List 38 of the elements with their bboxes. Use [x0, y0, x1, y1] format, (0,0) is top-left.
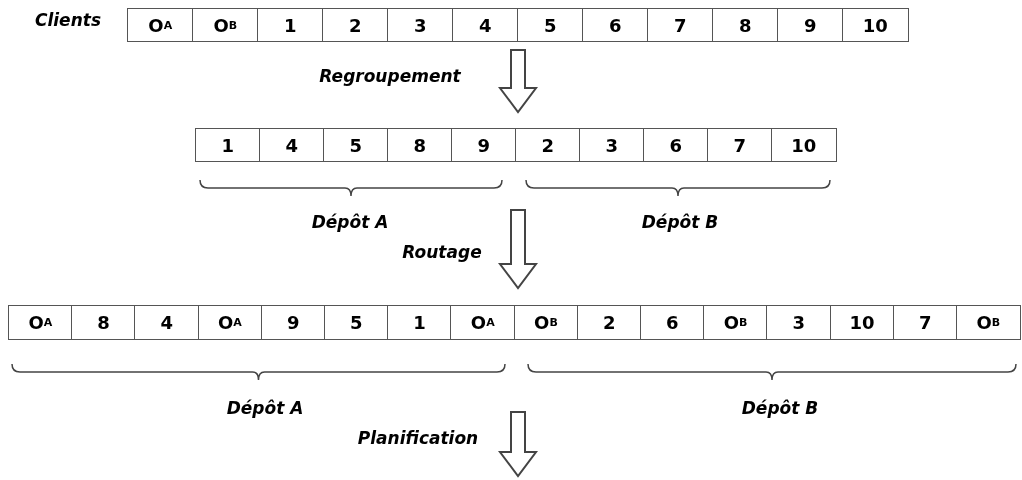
step-label: Regroupement	[319, 66, 461, 86]
sequence-cell: 9	[451, 128, 517, 162]
sequence-cell: 3	[766, 305, 832, 340]
depot-label: Dépôt A	[311, 212, 389, 232]
depot-label: Dépôt A	[226, 398, 304, 418]
row-label: Clients	[35, 10, 101, 30]
sequence-cell: 10	[829, 305, 895, 340]
sequence-cell: 2	[515, 128, 581, 162]
sequence-cell: 6	[643, 128, 709, 162]
depot-label: Dépôt B	[641, 212, 719, 232]
sequence-cell: 9	[777, 8, 844, 42]
sequence-cell: 4	[134, 305, 200, 340]
sequence-cell: 5	[324, 305, 389, 340]
sequence-cell: 7	[892, 305, 958, 340]
sequence-cell: 1	[387, 305, 452, 340]
sequence-cell: 7	[707, 128, 773, 162]
sequence-cell: 6	[640, 305, 705, 340]
sequence-cell: 3	[387, 8, 454, 42]
sequence-cell: 9	[260, 305, 326, 340]
sequence-cell: 1	[195, 128, 261, 162]
sequence-cell: 4	[452, 8, 519, 42]
step-label: Planification	[357, 428, 479, 448]
sequence-cell: 6	[582, 8, 649, 42]
sequence-cell: 8	[712, 8, 779, 42]
sequence-cell: 2	[576, 305, 642, 340]
sequence-cell: 5	[517, 8, 584, 42]
depot-label: Dépôt B	[741, 398, 819, 418]
sequence-cell: 8	[387, 128, 453, 162]
sequence-cell: 1	[257, 8, 324, 42]
sequence-cell: 7	[647, 8, 714, 42]
sequence-cell: 10	[771, 128, 837, 162]
sequence-cell: 3	[579, 128, 645, 162]
sequence-cell: 10	[842, 8, 909, 42]
sequence-cell: 8	[71, 305, 136, 340]
sequence-cell: 4	[259, 128, 325, 162]
step-label: Routage	[402, 242, 482, 262]
sequence-cell: 2	[322, 8, 389, 42]
sequence-cell: 5	[323, 128, 389, 162]
